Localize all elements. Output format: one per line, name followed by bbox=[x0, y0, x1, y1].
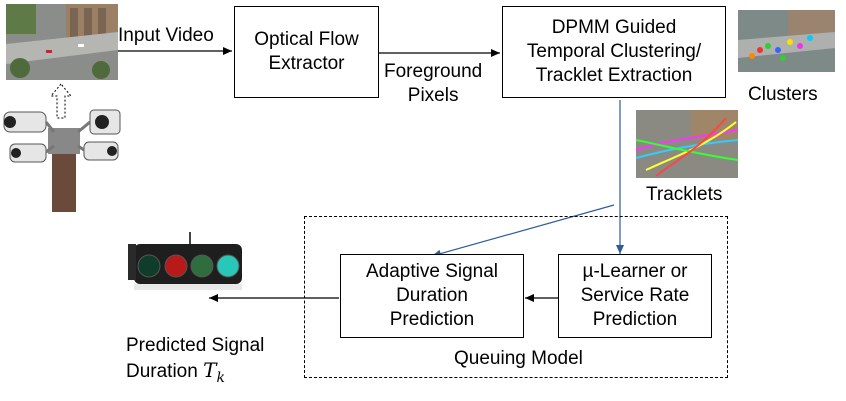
predicted-signal-duration-text: Predicted Signal Duration bbox=[126, 335, 265, 382]
arrow-tracklets-to-adaptive bbox=[431, 204, 615, 258]
queuing-model-container bbox=[304, 216, 728, 378]
optical-flow-extractor-text: Optical Flow Extractor bbox=[254, 29, 359, 74]
dpmm-clustering-text: DPMM Guided Temporal Clustering/ Trackle… bbox=[526, 17, 702, 86]
input-video-thumbnail bbox=[6, 4, 118, 80]
optical-flow-extractor-box: Optical Flow Extractor bbox=[234, 6, 379, 98]
street-aerial-image bbox=[6, 4, 118, 80]
mu-learner-text: µ-Learner or Service Rate Prediction bbox=[580, 261, 690, 330]
adaptive-signal-duration-box: Adaptive Signal Duration Prediction bbox=[340, 254, 524, 338]
predicted-signal-duration-label: Predicted Signal Duration Tk bbox=[126, 310, 264, 390]
clusters-label: Clusters bbox=[748, 84, 818, 105]
foreground-pixels-label: Foreground Pixels bbox=[384, 61, 483, 106]
clusters-thumbnail bbox=[738, 10, 835, 72]
predicted-signal-variable: T bbox=[203, 358, 217, 382]
dpmm-clustering-box: DPMM Guided Temporal Clustering/ Trackle… bbox=[502, 6, 726, 98]
tracklets-image bbox=[636, 110, 738, 178]
adaptive-signal-duration-text: Adaptive Signal Duration Prediction bbox=[365, 261, 499, 330]
clusters-image bbox=[738, 10, 835, 72]
tracklets-thumbnail bbox=[636, 110, 738, 178]
tracklets-label: Tracklets bbox=[646, 184, 723, 205]
input-video-label: Input Video bbox=[118, 25, 214, 46]
predicted-signal-subscript: k bbox=[216, 369, 225, 386]
mu-learner-box: µ-Learner or Service Rate Prediction bbox=[558, 254, 712, 338]
queuing-model-label: Queuing Model bbox=[454, 348, 583, 369]
